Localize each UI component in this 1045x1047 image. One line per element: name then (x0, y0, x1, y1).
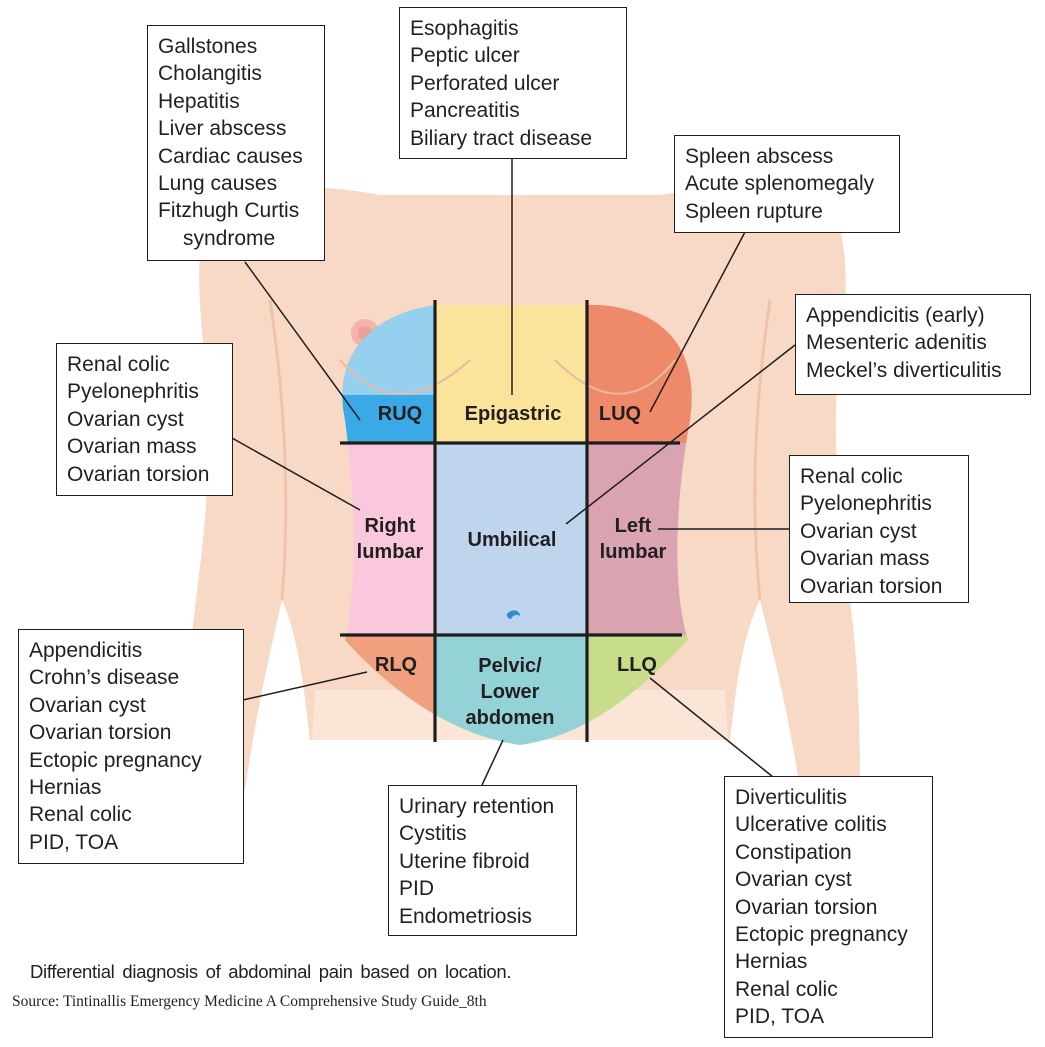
box-ruq-diagnoses: Gallstones Cholangitis Hepatitis Liver a… (147, 25, 325, 261)
box-pelvic-item: Endometriosis (399, 904, 533, 928)
box-rlq-item: PID, TOA (29, 830, 119, 854)
box-llq-item: Ovarian torsion (735, 895, 878, 919)
box-llq-diagnoses: Diverticulitis Ulcerative colitis Consti… (724, 776, 933, 1038)
box-rlq-item: Ovarian torsion (29, 721, 172, 745)
box-rlq-item: Crohn’s disease (29, 666, 180, 690)
box-luq-item: Acute splenomegaly (685, 172, 875, 196)
region-right-lumbar-fill (342, 443, 435, 635)
box-right-lumbar-item: Ovarian torsion (67, 462, 210, 486)
box-epigastric-diagnoses: Esophagitis Peptic ulcer Perforated ulce… (399, 7, 627, 159)
box-right-lumbar-item: Renal colic (67, 353, 170, 376)
box-llq-item: Ectopic pregnancy (735, 923, 908, 947)
box-rlq-item: Appendicitis (29, 639, 143, 662)
leader-pelvic (481, 739, 504, 786)
box-ruq-item: Cardiac causes (158, 144, 303, 168)
box-pelvic-item: PID (399, 877, 435, 901)
box-epigastric-item: Esophagitis (410, 17, 519, 40)
box-llq-item: PID, TOA (735, 1005, 825, 1029)
navel (506, 610, 520, 619)
region-umbilical-fill (435, 443, 587, 635)
leader-ruq (244, 261, 361, 421)
leader-luq (649, 231, 746, 413)
box-rlq-item: Ovarian cyst (29, 693, 146, 717)
box-ruq-item: Cholangitis (158, 62, 262, 86)
box-rlq-item: Renal colic (29, 803, 132, 827)
box-left-lumbar-item: Ovarian torsion (800, 574, 943, 598)
box-right-lumbar-item: Ovarian cyst (67, 407, 184, 431)
box-ruq-item: Gallstones (158, 35, 258, 58)
box-ruq-item: Liver abscess (158, 117, 287, 141)
box-left-lumbar-diagnoses: Renal colic Pyelonephritis Ovarian cyst … (789, 455, 969, 603)
label-right-lumbar: Right lumbar (348, 513, 432, 565)
box-pelvic-item: Cystitis (399, 822, 467, 846)
label-pelvic-line1: Pelvic/ (478, 655, 542, 677)
region-left-lumbar-fill (587, 443, 692, 635)
box-ruq-item: Lung causes (158, 172, 278, 196)
box-ruq-item: syndrome (183, 226, 276, 250)
label-luq: LUQ (598, 403, 642, 425)
box-rlq-item: Ectopic pregnancy (29, 748, 202, 772)
label-right-lumbar-line2: lumbar (356, 541, 424, 563)
leader-llq (649, 677, 774, 778)
box-luq-diagnoses: Spleen abscess Acute splenomegaly Spleen… (674, 135, 900, 233)
label-epigastric: Epigastric (464, 403, 562, 425)
box-left-lumbar-item: Renal colic (800, 465, 903, 488)
box-umbilical-item: Mesenteric adenitis (806, 331, 987, 355)
box-epigastric-item: Biliary tract disease (410, 126, 593, 150)
label-pelvic: Pelvic/ Lower abdomen (445, 653, 575, 731)
leader-umbilical (565, 344, 796, 525)
right-arm-shade (268, 299, 288, 601)
label-umbilical: Umbilical (467, 529, 557, 551)
box-epigastric-item: Perforated ulcer (410, 71, 560, 95)
label-left-lumbar-line2: lumbar (599, 541, 667, 563)
box-llq-item: Ulcerative colitis (735, 813, 887, 837)
box-epigastric-item: Peptic ulcer (410, 44, 520, 68)
box-ruq-item: Hepatitis (158, 89, 240, 113)
label-right-lumbar-line1: Right (364, 515, 416, 537)
box-right-lumbar-item: Ovarian mass (67, 435, 197, 459)
figure-caption: Differential diagnosis of abdominal pain… (30, 961, 512, 982)
box-llq-item: Renal colic (735, 977, 838, 1001)
box-pelvic-diagnoses: Urinary retention Cystitis Uterine fibro… (388, 785, 577, 936)
box-luq-item: Spleen rupture (685, 199, 823, 223)
box-umbilical-item: Meckel’s diverticulitis (806, 358, 1002, 382)
label-rlq: RLQ (374, 654, 418, 676)
box-pelvic-item: Uterine fibroid (399, 849, 530, 873)
box-umbilical-item: Appendicitis (early) (806, 304, 985, 327)
box-umbilical-diagnoses: Appendicitis (early) Mesenteric adenitis… (795, 294, 1031, 395)
box-right-lumbar-diagnoses: Renal colic Pyelonephritis Ovarian cyst … (56, 343, 233, 496)
box-rlq-item: Hernias (29, 776, 102, 800)
left-arm-shade (753, 299, 772, 601)
region-pelvic-fill (435, 635, 587, 745)
box-left-lumbar-item: Ovarian cyst (800, 519, 917, 543)
label-ruq: RUQ (377, 403, 423, 425)
box-ruq-item: Fitzhugh Curtis (158, 199, 300, 223)
label-left-lumbar-line1: Left (614, 515, 652, 537)
box-left-lumbar-item: Ovarian mass (800, 547, 930, 571)
box-llq-item: Hernias (735, 950, 808, 974)
label-left-lumbar: Left lumbar (590, 513, 676, 565)
label-pelvic-line3: abdomen (465, 707, 555, 729)
box-luq-item: Spleen abscess (685, 145, 834, 168)
box-left-lumbar-item: Pyelonephritis (800, 492, 932, 516)
box-epigastric-item: Pancreatitis (410, 99, 520, 123)
left-breast-fold (554, 359, 676, 395)
box-llq-item: Diverticulitis (735, 786, 848, 809)
label-pelvic-line2: Lower (480, 681, 540, 703)
box-llq-item: Constipation (735, 840, 852, 864)
box-rlq-diagnoses: Appendicitis Crohn’s disease Ovarian cys… (18, 629, 244, 864)
region-epigastric-fill (435, 305, 587, 443)
leader-right-lumbar (231, 437, 361, 511)
figure-source: Source: Tintinallis Emergency Medicine A… (12, 993, 487, 1010)
leader-rlq (242, 671, 368, 701)
box-right-lumbar-item: Pyelonephritis (67, 380, 199, 404)
label-llq: LLQ (617, 654, 657, 676)
box-pelvic-item: Urinary retention (399, 795, 555, 818)
right-breast-fold (339, 359, 471, 395)
box-llq-item: Ovarian cyst (735, 868, 852, 892)
